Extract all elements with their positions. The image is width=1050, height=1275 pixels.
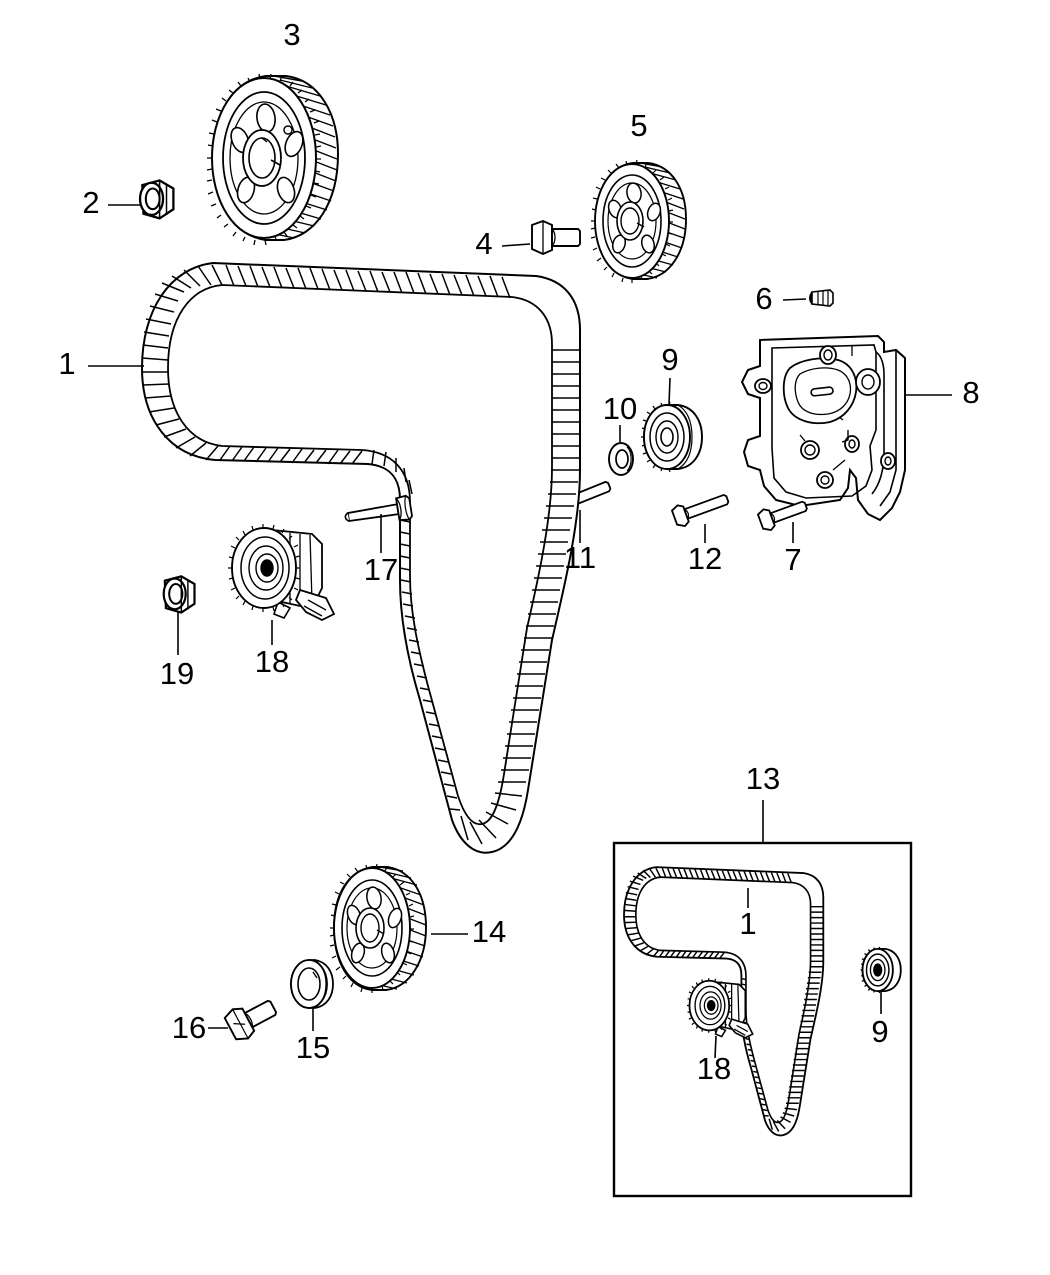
leader-line-kit-18 [714,1035,717,1059]
part-crankshaft-sprocket [329,863,427,993]
part-sprocket-bolt [531,219,581,256]
callout-number-idler-pulley-bolt: 11 [564,540,596,575]
callout-number-kit-idler-pulley: 9 [871,1014,888,1049]
part-kit-idler-pulley [860,946,902,994]
callout-number-camshaft-sprocket-large: 3 [283,17,300,52]
part-camshaft-sprocket-small [590,159,687,283]
part-cover-bolt-long [670,493,730,528]
callout-number-camshaft-sprocket-small: 5 [630,108,647,143]
callout-number-tensioner-nut: 19 [160,656,194,691]
callout-number-timing-belt-tensioner: 18 [255,644,289,679]
leader-line-9 [668,377,671,406]
part-camshaft-sprocket-nut [138,179,175,220]
callout-number-cover-bolt-short: 7 [784,542,801,577]
callout-number-sprocket-bolt: 4 [475,226,492,261]
part-crankshaft-sprocket-bolt [223,999,278,1041]
part-idler-pulley-washer [608,442,634,476]
part-crankshaft-sprocket-spacer [290,959,334,1009]
part-tensioner-nut [162,575,196,614]
callout-number-timing-belt: 1 [58,346,75,381]
callout-number-camshaft-sprocket-nut: 2 [82,185,99,220]
callout-number-crankshaft-sprocket-bolt: 16 [172,1010,206,1045]
part-kit-timing-belt [623,866,825,1137]
kit-contents [623,866,902,1137]
part-timing-belt [140,261,581,854]
callout-number-timing-belt-backing-plate: 8 [962,375,979,410]
part-idler-pulley [641,401,703,473]
callout-number-crankshaft-sprocket-spacer: 15 [296,1030,330,1065]
callout-number-idler-pulley: 9 [661,342,678,377]
callout-number-dowel-pin: 6 [755,281,772,316]
callout-number-kit-tensioner: 18 [697,1051,731,1086]
leader-line-6 [782,298,807,301]
part-tensioner-stud [344,494,413,522]
callout-number-tensioner-stud: 17 [364,552,398,587]
part-timing-belt-backing-plate [740,334,906,522]
callout-number-idler-pulley-washer: 10 [603,391,637,426]
callout-number-timing-belt-kit: 13 [746,761,780,796]
part-dowel-pin [809,289,834,307]
callout-number-crankshaft-sprocket: 14 [472,914,506,949]
callout-number-cover-bolt-long: 12 [688,541,722,576]
leader-line-4 [501,243,531,247]
part-timing-belt-tensioner [228,524,336,622]
part-camshaft-sprocket-large [206,73,340,246]
part-kit-tensioner [686,978,754,1039]
callout-number-kit-timing-belt: 1 [739,906,756,941]
part-cover-bolt-short [756,500,808,532]
